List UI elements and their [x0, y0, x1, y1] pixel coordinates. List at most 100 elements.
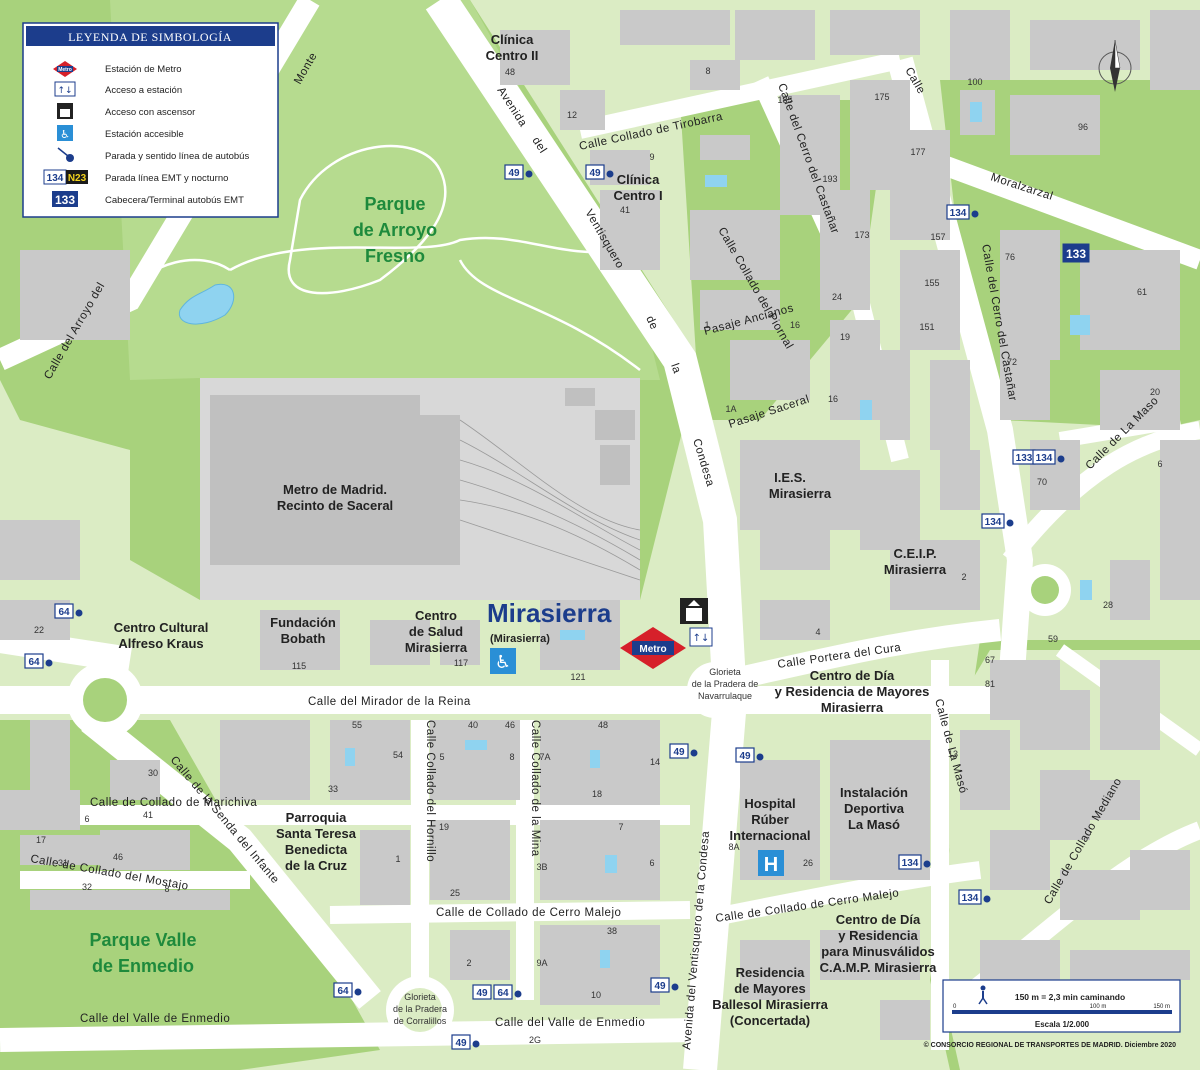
bus-stop-direction-icon [671, 983, 679, 991]
street-label: Calle del Mirador de la Reina [308, 696, 471, 708]
bus-stop-badge[interactable]: 49 [650, 977, 679, 993]
metro-logo-icon: Metro [620, 627, 686, 669]
bus-line-number: 64 [58, 607, 70, 618]
street-label: la [668, 362, 683, 376]
house-number: 31 [58, 858, 68, 868]
legend-item-label: Estación accesible [105, 129, 184, 140]
bus-stop-badge[interactable]: 134 [946, 204, 979, 220]
bus-line-number: 49 [455, 1038, 467, 1049]
house-number: 4 [815, 627, 820, 637]
house-number: 40 [468, 720, 478, 730]
glorieta-corralillos-label: Glorieta [404, 992, 436, 1002]
park-label-line: de Enmedio [92, 956, 194, 976]
house-number: 177 [910, 147, 925, 157]
house-number: 5 [439, 752, 444, 762]
bus-stop-badge[interactable]: 49 [504, 164, 533, 180]
bus-stop-badge[interactable]: 49 [669, 743, 698, 759]
ceip-label: Mirasierra [884, 562, 947, 577]
bus-stop-direction-icon [690, 749, 698, 757]
bus-stop-badge[interactable]: 64 [24, 653, 53, 669]
centro-cultural-label: Alfreso Kraus [118, 636, 203, 651]
house-number: 48 [598, 720, 608, 730]
house-number: 41 [620, 205, 630, 215]
fundacion-label: Fundación [270, 615, 336, 630]
bus-line-badge-icon: 134 N23 [43, 169, 88, 185]
bus-stop-badge[interactable]: 49 [585, 164, 614, 180]
house-number: 1 [395, 854, 400, 864]
instalacion-label: Deportiva [844, 801, 905, 816]
house-number: 3B [536, 862, 547, 872]
fundacion-label: Bobath [281, 631, 326, 646]
house-number: 175 [874, 92, 889, 102]
metro-logo-text: Metro [639, 644, 666, 655]
bus-stop-badge[interactable]: 134 [958, 889, 991, 905]
scale-bar [952, 1010, 1172, 1014]
bus-terminal[interactable]: 133 [1062, 243, 1090, 263]
metro-station[interactable]: Mirasierra (Mirasierra) Metro ↑↓ ♿ [487, 598, 713, 674]
centro-dia2-label: Centro de Día [836, 912, 921, 927]
centro-dia2-label: y Residencia [838, 928, 918, 943]
glorieta-navarrulaque-label: de la Pradera de [692, 679, 759, 689]
legend-item-label: Parada y sentido línea de autobús [105, 151, 249, 162]
recinto-building [210, 395, 460, 565]
house-number: 8A [728, 842, 739, 852]
parroquia-label: Benedicta [285, 842, 348, 857]
legend-item-label: Acceso con ascensor [105, 107, 195, 118]
bus-stop-badge[interactable]: 134 [1032, 449, 1065, 465]
bus-stop-badge[interactable]: 64 [54, 603, 83, 619]
metro-station-icon: Metro [53, 61, 77, 77]
bus-stop-badge[interactable]: 49 [451, 1034, 480, 1050]
centro-dia-label: y Residencia de Mayores [775, 684, 930, 699]
centro-dia2-label: para Minusválidos [821, 944, 934, 959]
bus-stop-badge[interactable]: 134 [981, 513, 1014, 529]
house-number: 7A [539, 752, 550, 762]
bus-stop-direction-icon [472, 1040, 480, 1048]
bus-line-number: 64 [337, 986, 349, 997]
street-label: Calle Collado de la Mina [529, 720, 541, 857]
house-number: 81 [985, 679, 995, 689]
svg-text:♿: ♿ [495, 652, 511, 673]
scale-box: 150 m = 2,3 min caminando 0 100 m 150 m … [942, 979, 1181, 1033]
legend-item-label: Estación de Metro [105, 64, 182, 75]
bus-stop-direction-icon [514, 990, 522, 998]
legend-badge-night: N23 [68, 173, 87, 184]
house-number: 10 [591, 990, 601, 1000]
house-number: 7 [618, 822, 623, 832]
house-number: 59 [1048, 634, 1058, 644]
bus-stop-badge[interactable]: 134 [898, 854, 931, 870]
hospital-label: Rúber [751, 812, 789, 827]
street-label: Calle del Valle de Enmedio [495, 1017, 645, 1029]
clinica-centro1-label: Clínica [617, 172, 660, 187]
house-number: 185 [777, 95, 792, 105]
bus-stop-badge[interactable]: 64 [333, 982, 362, 998]
hospital-label: Hospital [744, 796, 795, 811]
elevator-access-icon [680, 598, 708, 624]
bus-stop-direction-icon [983, 895, 991, 903]
parroquia-label: Parroquia [286, 810, 347, 825]
house-number: 19 [439, 822, 449, 832]
metro-station-subname: (Mirasierra) [490, 633, 550, 645]
park-path [287, 144, 447, 295]
north-arrow-icon [1098, 39, 1132, 92]
station-access-icon: ↑↓ [689, 627, 713, 647]
bus-line-number: 49 [673, 747, 685, 758]
house-number: 96 [1078, 122, 1088, 132]
bus-line-number: 49 [654, 981, 666, 992]
roundabout [687, 662, 743, 718]
bus-stop-badge[interactable]: 49 [735, 747, 764, 763]
parroquia-label: Santa Teresa [276, 826, 357, 841]
house-number: 19 [840, 332, 850, 342]
ceip-label: C.E.I.P. [893, 546, 936, 561]
house-number: 193 [822, 174, 837, 184]
building [600, 445, 630, 485]
bus-stop-badge[interactable]: 64 [493, 984, 522, 1000]
pedestrian-icon [978, 985, 988, 1005]
house-number: 2 [466, 958, 471, 968]
park-label-line: de Arroyo [353, 220, 437, 240]
parroquia-label: de la Cruz [285, 858, 348, 873]
house-number: 72 [1007, 357, 1017, 367]
bus-line-number: 134 [962, 893, 979, 904]
house-number: 20 [1150, 387, 1160, 397]
